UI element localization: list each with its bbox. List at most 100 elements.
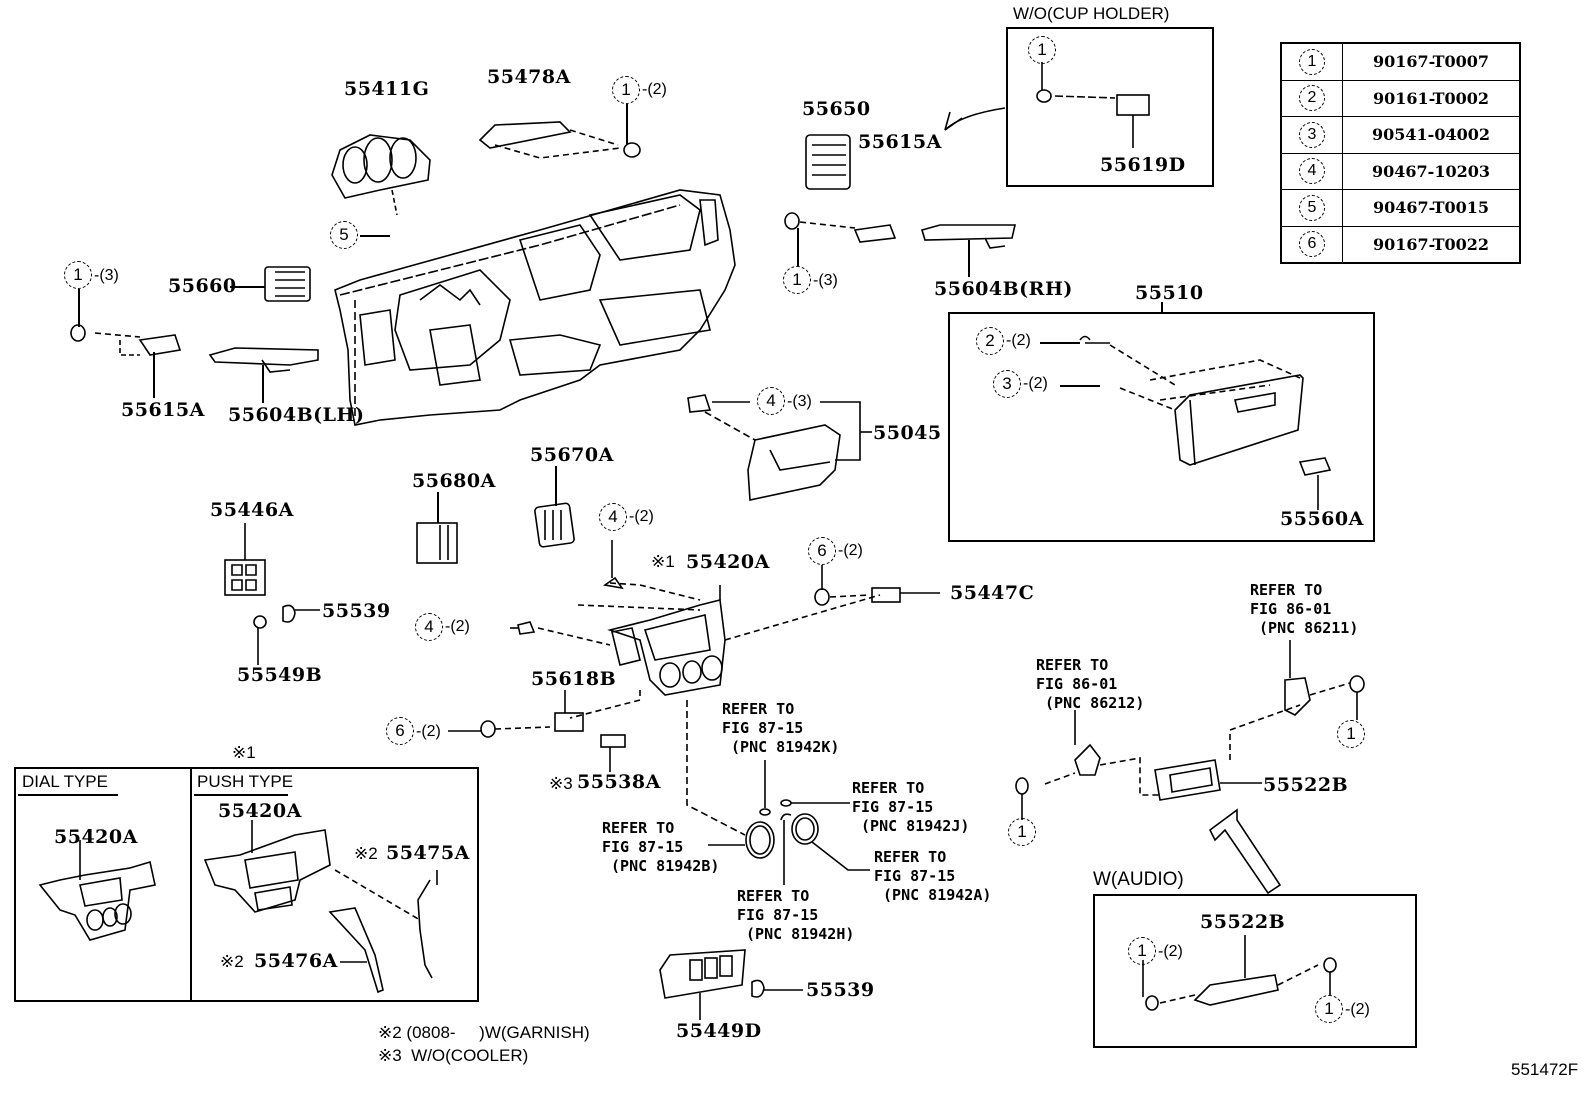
bracket-right-drawing bbox=[784, 212, 897, 243]
part-label-55475A[interactable]: 55475A bbox=[386, 842, 470, 864]
reference-81942K[interactable]: REFER TO FIG 87-15 (PNC 81942K) bbox=[722, 700, 840, 756]
fastener-part-no: 90167-T0007 bbox=[1342, 42, 1521, 81]
leader-c2 bbox=[1040, 342, 1080, 344]
part-label-55538A[interactable]: 55538A bbox=[577, 771, 661, 793]
part-label-55604B-LH[interactable]: 55604B(LH) bbox=[228, 404, 365, 426]
callout-circle[interactable]: 1 bbox=[783, 266, 811, 294]
part-label-55420A-dial[interactable]: 55420A bbox=[54, 826, 138, 848]
note-mark-2-476: ※2 bbox=[220, 952, 244, 971]
ring-parts-drawing bbox=[708, 760, 870, 885]
callout-circle[interactable]: 1 bbox=[612, 76, 640, 104]
callout-circle[interactable]: 4 bbox=[599, 503, 627, 531]
callout-qty: -(2) bbox=[445, 618, 470, 635]
clip-55539b-drawing bbox=[751, 979, 803, 998]
callout-circle[interactable]: 1 bbox=[1128, 937, 1156, 965]
part-label-55618B[interactable]: 55618B bbox=[531, 668, 617, 690]
part-label-55447C[interactable]: 55447C bbox=[950, 582, 1035, 604]
part-label-55510[interactable]: 55510 bbox=[1135, 282, 1204, 304]
part-label-55522B-inset[interactable]: 55522B bbox=[1200, 911, 1286, 933]
push-type-underline bbox=[194, 794, 288, 796]
reference-86211[interactable]: REFER TO FIG 86-01 (PNC 86211) bbox=[1250, 581, 1359, 637]
part-label-55411G[interactable]: 55411G bbox=[344, 78, 430, 100]
part-label-55670A[interactable]: 55670A bbox=[530, 444, 614, 466]
lid-lh-drawing bbox=[208, 347, 319, 373]
vent-55670A-drawing bbox=[534, 502, 575, 548]
part-label-55420A-push[interactable]: 55420A bbox=[218, 800, 302, 822]
dial-type-underline bbox=[18, 794, 118, 796]
part-label-55539-b[interactable]: 55539 bbox=[806, 979, 875, 1001]
note-mark-1-main: ※1 bbox=[651, 552, 675, 571]
fastener-row: 2 90161-T0002 bbox=[1280, 79, 1521, 117]
callout-qty: -(2) bbox=[1023, 375, 1048, 392]
part-label-55650[interactable]: 55650 bbox=[802, 98, 871, 120]
part-label-55522B-main[interactable]: 55522B bbox=[1263, 774, 1349, 796]
callout-qty: -(2) bbox=[416, 723, 441, 740]
fastener-part-no: 90167-T0022 bbox=[1342, 225, 1521, 264]
leader-55604B-RH bbox=[968, 240, 970, 277]
callout-qty: -(2) bbox=[1158, 943, 1183, 960]
audio-inset-box bbox=[1093, 894, 1417, 1048]
dial-push-inset-box bbox=[14, 767, 479, 1002]
part-label-55604B-RH[interactable]: 55604B(RH) bbox=[934, 278, 1073, 300]
leader-55615A-left bbox=[153, 352, 155, 398]
callout-qty: -(2) bbox=[838, 542, 863, 559]
part-label-55420A-main[interactable]: 55420A bbox=[686, 551, 770, 573]
audio-inset-drawing bbox=[1142, 935, 1337, 1011]
reference-81942J[interactable]: REFER TO FIG 87-15 (PNC 81942J) bbox=[852, 779, 970, 835]
callout-circle[interactable]: 2 bbox=[976, 327, 1004, 355]
part-label-55615A-right[interactable]: 55615A bbox=[858, 131, 942, 153]
clip-55549B-drawing bbox=[253, 615, 267, 665]
callout-qty: -(2) bbox=[1345, 1001, 1370, 1018]
callout-circle[interactable]: 4 bbox=[415, 613, 443, 641]
callout-circle[interactable]: 1 bbox=[1028, 36, 1056, 64]
part-label-55619D[interactable]: 55619D bbox=[1100, 154, 1186, 176]
arrow-line-to-cup bbox=[944, 107, 1006, 131]
dial-type-drawing bbox=[38, 840, 156, 941]
callout-qty: -(2) bbox=[642, 81, 667, 98]
part-label-55539-a[interactable]: 55539 bbox=[322, 600, 391, 622]
vent-55650-drawing bbox=[805, 134, 851, 190]
callout-circle[interactable]: 1 bbox=[1315, 995, 1343, 1023]
push-type-drawing bbox=[203, 820, 438, 994]
switch-55446A-drawing bbox=[224, 523, 266, 596]
glove-box-drawing bbox=[1079, 335, 1332, 510]
audio-title: W(AUDIO) bbox=[1093, 869, 1184, 890]
part-label-55615A-left[interactable]: 55615A bbox=[121, 399, 205, 421]
reference-81942B[interactable]: REFER TO FIG 87-15 (PNC 81942B) bbox=[602, 819, 720, 875]
callout-circle[interactable]: 6 bbox=[386, 717, 414, 745]
callout-circle[interactable]: 1 bbox=[1008, 818, 1036, 846]
callout-qty: -(3) bbox=[787, 393, 812, 410]
part-label-55478A[interactable]: 55478A bbox=[487, 66, 571, 88]
callout-circle[interactable]: 4 bbox=[757, 387, 785, 415]
leader-c1-top bbox=[626, 104, 628, 144]
part-label-55549B[interactable]: 55549B bbox=[237, 664, 323, 686]
reference-86212[interactable]: REFER TO FIG 86-01 (PNC 86212) bbox=[1036, 656, 1145, 712]
fastener-part-no: 90161-T0002 bbox=[1342, 79, 1521, 117]
part-label-55680A[interactable]: 55680A bbox=[412, 470, 496, 492]
part-label-55446A[interactable]: 55446A bbox=[210, 499, 294, 521]
push-type-title: PUSH TYPE bbox=[197, 772, 294, 791]
callout-circle[interactable]: 3 bbox=[993, 370, 1021, 398]
part-label-55045[interactable]: 55045 bbox=[873, 422, 942, 444]
reference-81942A[interactable]: REFER TO FIG 87-15 (PNC 81942A) bbox=[874, 848, 992, 904]
instrument-panel-drawing bbox=[334, 189, 736, 426]
fastener-key: 1 bbox=[1299, 48, 1325, 75]
reference-81942H[interactable]: REFER TO FIG 87-15 (PNC 81942H) bbox=[737, 887, 855, 943]
part-label-55449D[interactable]: 55449D bbox=[676, 1020, 762, 1042]
part-label-55660[interactable]: 55660 bbox=[168, 275, 237, 297]
callout-qty: -(3) bbox=[813, 272, 838, 289]
callout-circle[interactable]: 1 bbox=[1337, 720, 1365, 748]
panel-strip-drawing bbox=[478, 121, 641, 159]
callout-circle[interactable]: 5 bbox=[330, 221, 358, 249]
fastener-key: 2 bbox=[1299, 85, 1325, 112]
callout-circle[interactable]: 6 bbox=[808, 537, 836, 565]
meter-hood-drawing bbox=[331, 134, 431, 216]
part-label-55476A[interactable]: 55476A bbox=[254, 950, 338, 972]
audio-brackets-drawing bbox=[1015, 640, 1365, 895]
fastener-row: 1 90167-T0007 bbox=[1280, 42, 1521, 81]
callout-circle[interactable]: 1 bbox=[64, 261, 92, 289]
part-label-55560A[interactable]: 55560A bbox=[1280, 508, 1364, 530]
callout-qty: -(2) bbox=[629, 508, 654, 525]
leader-55670A bbox=[555, 466, 557, 506]
